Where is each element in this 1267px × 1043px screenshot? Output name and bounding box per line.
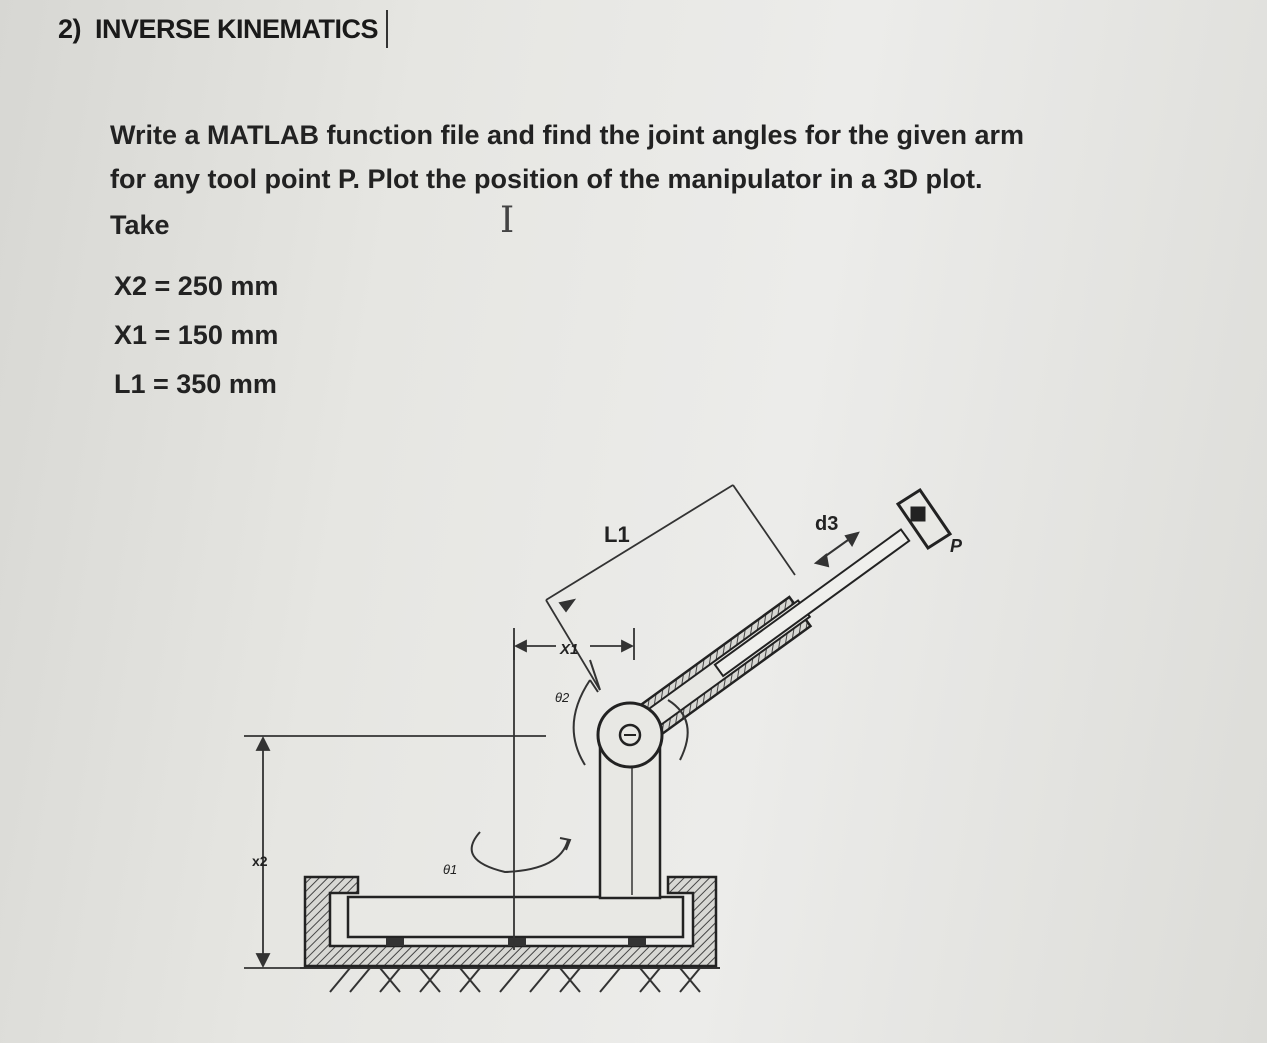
- base-channel: [303, 875, 718, 968]
- problem-statement: Write a MATLAB function file and find th…: [110, 112, 1190, 248]
- arm-sleeve: [617, 528, 911, 752]
- section-heading: 2) INVERSE KINEMATICS: [58, 10, 389, 48]
- given-x1: X1 = 150 mm: [114, 320, 279, 350]
- label-theta1: θ1: [443, 862, 457, 877]
- label-l1: L1: [604, 522, 630, 547]
- label-x1: X1: [559, 641, 578, 658]
- problem-line-2: for any tool point P. Plot the position …: [110, 164, 983, 194]
- theta1-arrow: [470, 831, 572, 874]
- d3-arrow: [813, 531, 860, 568]
- prismatic-link: [713, 528, 911, 678]
- problem-line-3: Take: [110, 210, 170, 240]
- label-d3: d3: [815, 513, 838, 535]
- section-title: INVERSE KINEMATICS: [95, 13, 379, 44]
- x1-dimension: [513, 628, 635, 660]
- label-x2: x2: [252, 853, 268, 869]
- label-p: P: [950, 536, 963, 556]
- rotating-platform: [346, 895, 685, 939]
- section-number: 2): [58, 13, 82, 44]
- theta2-arcs: [572, 659, 689, 766]
- platform-rollers: [386, 938, 646, 946]
- problem-line-1: Write a MATLAB function file and find th…: [110, 120, 1025, 150]
- given-values: X2 = 250 mm X1 = 150 mm L1 = 350 mm: [114, 262, 278, 409]
- l1-dimension: [545, 484, 796, 691]
- label-theta2: θ2: [555, 690, 570, 705]
- given-l1: L1 = 350 mm: [114, 369, 277, 399]
- text-cursor-icon: I: [500, 200, 515, 241]
- x2-dimension: [244, 735, 546, 969]
- gripper: [895, 487, 953, 551]
- ground-hatching: [300, 967, 720, 993]
- given-x2: X2 = 250 mm: [114, 271, 279, 301]
- text-caret-icon: [386, 10, 389, 48]
